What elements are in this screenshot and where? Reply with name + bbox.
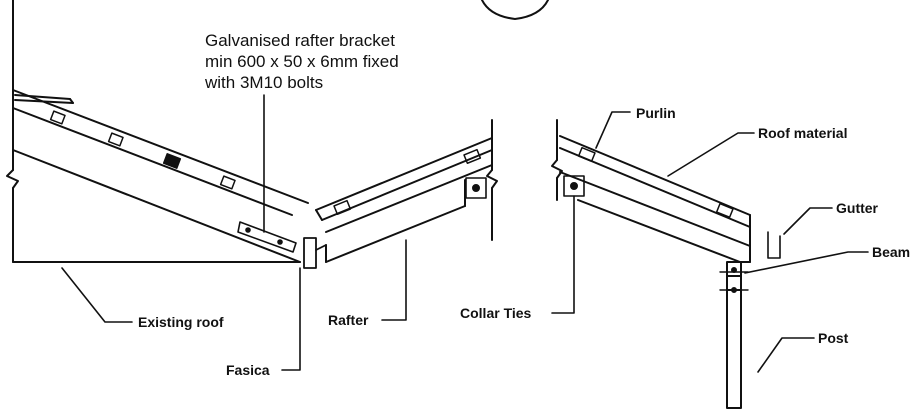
- purlin-label: Purlin: [636, 105, 676, 121]
- bracket-label-line1: Galvanised rafter bracket: [205, 31, 395, 50]
- rafter-bracket: [237, 221, 297, 253]
- detail-circle-arc: [481, 0, 549, 20]
- existing-wall: [6, 0, 301, 263]
- post-label: Post: [818, 330, 849, 346]
- fasica-label: Fasica: [226, 362, 270, 378]
- existing-roof-label: Existing roof: [138, 314, 224, 330]
- leader-fasica: [281, 267, 301, 371]
- collar-ties-label: Collar Ties: [460, 305, 532, 321]
- leader-roof-material: [667, 132, 755, 177]
- bracket-label-line3: with 3M10 bolts: [204, 73, 323, 92]
- fasica-board: [303, 237, 327, 269]
- existing-purlins: [49, 110, 236, 190]
- gutter-label: Gutter: [836, 200, 879, 216]
- leader-purlin: [595, 111, 631, 149]
- leader-rafter: [381, 239, 407, 321]
- break-symbol-left: [6, 169, 19, 189]
- leader-lines: [61, 94, 869, 373]
- post: [719, 261, 749, 409]
- leader-post: [757, 337, 815, 373]
- roof-material-label: Roof material: [758, 125, 847, 141]
- leader-existing-roof: [61, 267, 133, 323]
- leader-beam: [744, 251, 869, 274]
- new-rafter-left: [315, 137, 493, 263]
- leader-gutter: [783, 207, 833, 235]
- leader-collar-ties: [551, 195, 575, 314]
- new-rafter-right: [559, 135, 781, 263]
- rafter-label: Rafter: [328, 312, 369, 328]
- bracket-label-line2: min 600 x 50 x 6mm fixed: [205, 52, 399, 71]
- existing-roof-slope: [12, 89, 309, 263]
- beam-label: Beam: [872, 244, 910, 260]
